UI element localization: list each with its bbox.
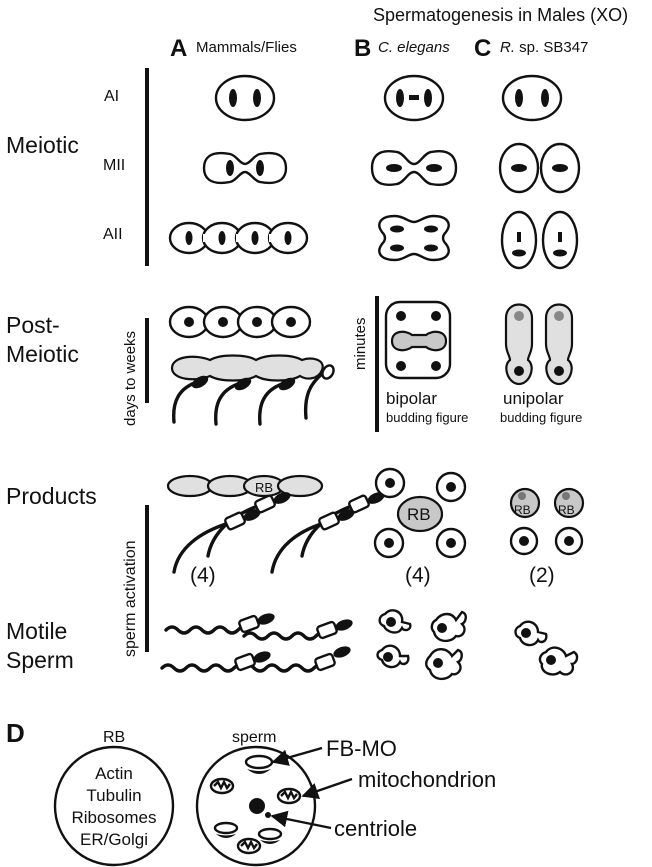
row-label-products: Products: [6, 483, 97, 509]
col-c-mii-cells: [498, 142, 581, 194]
column-c-letter: C: [474, 35, 491, 62]
bipolar-label: bipolar: [386, 389, 437, 408]
col-b-ai-cell: [383, 74, 445, 122]
col-b-products: [373, 467, 467, 559]
col-c-aii-cells: [500, 210, 579, 270]
timing-days: days to weeks: [122, 331, 139, 426]
count-c: (2): [529, 564, 555, 587]
col-c-motile-sperm: [514, 620, 579, 676]
rb-panel-title: RB: [103, 729, 125, 746]
fbmo-arrow: [271, 746, 323, 766]
rb-content-actin: Actin: [95, 764, 133, 783]
stage-mii: MII: [103, 157, 125, 174]
col-c-ai-cell: [501, 74, 563, 122]
col-c-unipolar-budding: [504, 303, 574, 386]
rb-content-tubulin: Tubulin: [86, 786, 141, 805]
rb-label-c2: RB: [558, 503, 575, 517]
count-a: (4): [190, 564, 216, 587]
rb-label-c1: RB: [514, 503, 531, 517]
header-title: Spermatogenesis in Males (XO): [373, 5, 628, 25]
col-b-mii-cells: [370, 150, 458, 186]
row-label-meiotic: Meiotic: [6, 132, 79, 158]
col-b-bipolar-budding: [384, 300, 452, 380]
rb-content-er-golgi: ER/Golgi: [80, 830, 148, 849]
rb-content-ribosomes: Ribosomes: [71, 808, 156, 827]
col-a-motile-sperm: [160, 613, 353, 673]
row-label-post-meiotic-1: Post-: [6, 312, 60, 338]
column-a-label: Mammals/Flies: [196, 39, 297, 56]
stage-aii: AII: [103, 226, 123, 243]
col-a-spermatids: [168, 305, 312, 339]
row-label-post-meiotic-2: Meiotic: [6, 341, 79, 367]
sperm-panel-title: sperm: [232, 729, 276, 746]
col-a-spermatozoa: [172, 492, 385, 574]
column-c-label: R. sp. SB347: [500, 39, 588, 56]
col-b-aii-cells: [378, 214, 450, 262]
panel-d-letter: D: [6, 718, 25, 748]
col-a-mii-cells: [202, 151, 288, 185]
rb-circle: [53, 745, 175, 867]
unipolar-label: unipolar: [503, 389, 564, 408]
rb-label-b: RB: [407, 505, 431, 524]
timing-activation: sperm activation: [122, 541, 139, 658]
col-a-aii-cells: [168, 221, 309, 255]
col-a-residual-body: [166, 474, 324, 498]
col-a-elongating-spermatids: [170, 354, 335, 426]
column-b-letter: B: [354, 35, 371, 62]
mito-arrow: [301, 777, 353, 799]
col-a-ai-cell: [214, 74, 276, 122]
bipolar-sub-label: budding figure: [386, 410, 468, 425]
label-fbmo: FB-MO: [326, 736, 397, 761]
unipolar-sub-label: budding figure: [500, 410, 582, 425]
column-b-label: C. elegans: [378, 39, 450, 56]
label-centriole: centriole: [334, 816, 417, 841]
row-label-motile-1: Motile: [6, 618, 67, 644]
stage-ai: AI: [104, 88, 119, 105]
centriole-arrow: [270, 810, 332, 830]
column-a-letter: A: [170, 35, 187, 62]
label-mitochondrion: mitochondrion: [358, 767, 496, 792]
sperm-cell-diagram: [195, 745, 317, 867]
col-c-products: [509, 487, 585, 556]
row-label-motile-2: Sperm: [6, 647, 74, 673]
col-b-motile-sperm: [376, 609, 467, 681]
count-b: (4): [405, 564, 431, 587]
timing-minutes: minutes: [352, 317, 369, 370]
rb-label-a: RB: [255, 480, 273, 495]
